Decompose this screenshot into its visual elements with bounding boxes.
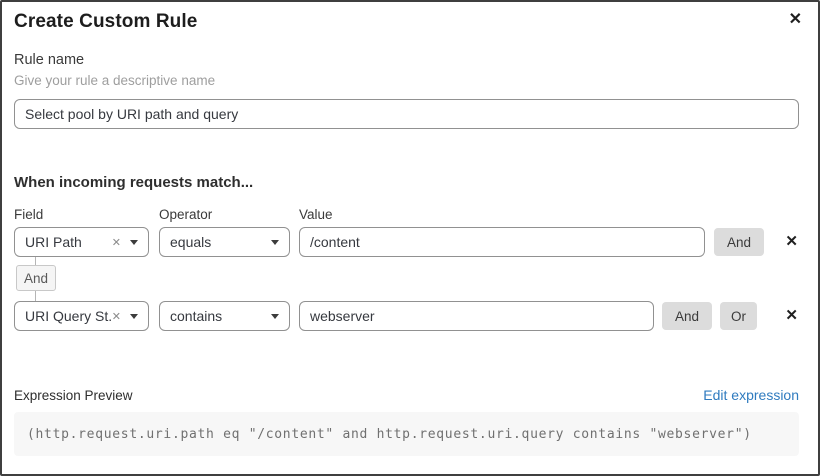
delete-row-icon[interactable]: ✕	[785, 307, 798, 324]
chevron-down-icon	[130, 239, 138, 245]
connector-line	[35, 257, 36, 265]
match-heading: When incoming requests match...	[14, 174, 254, 191]
and-connector-badge: And	[16, 265, 56, 291]
delete-row-icon[interactable]: ✕	[785, 233, 798, 250]
value-input[interactable]	[299, 227, 705, 257]
or-button[interactable]: Or	[720, 302, 758, 330]
clear-icon[interactable]: ✕	[111, 310, 121, 323]
logic-connector: And	[14, 257, 799, 301]
expression-preview-label: Expression Preview	[14, 387, 133, 403]
chevron-down-icon	[130, 313, 138, 319]
clear-icon[interactable]: ✕	[111, 236, 121, 249]
operator-select-value: contains	[170, 308, 223, 324]
and-button[interactable]: And	[662, 302, 713, 330]
and-button[interactable]: And	[714, 228, 765, 256]
close-icon[interactable]: ✕	[788, 11, 802, 28]
field-select[interactable]: URI Path ✕	[14, 227, 149, 257]
edit-expression-link[interactable]: Edit expression	[703, 387, 799, 403]
operator-select[interactable]: contains	[159, 301, 290, 331]
connector-line	[35, 291, 36, 301]
value-input[interactable]	[299, 301, 654, 331]
field-select-value: URI Path	[25, 234, 82, 250]
expression-preview-header: Expression Preview Edit expression	[14, 387, 799, 403]
value-column-label: Value	[299, 207, 333, 222]
field-select[interactable]: URI Query St... ✕	[14, 301, 149, 331]
rule-name-hint: Give your rule a descriptive name	[14, 73, 216, 88]
condition-column-labels: Field Operator Value	[14, 207, 799, 222]
chevron-down-icon	[271, 239, 279, 245]
condition-row: URI Path ✕ equals And ✕	[14, 227, 799, 257]
field-column-label: Field	[14, 207, 44, 222]
condition-row: URI Query St... ✕ contains And Or ✕	[14, 301, 799, 331]
operator-column-label: Operator	[159, 207, 213, 222]
expression-code-block: (http.request.uri.path eq "/content" and…	[14, 412, 799, 456]
chevron-down-icon	[271, 313, 279, 319]
operator-select[interactable]: equals	[159, 227, 290, 257]
rule-name-label: Rule name	[14, 52, 85, 68]
field-select-value: URI Query St...	[25, 308, 112, 324]
page-title: Create Custom Rule	[14, 11, 198, 32]
rule-name-input[interactable]	[14, 99, 799, 129]
operator-select-value: equals	[170, 234, 212, 250]
